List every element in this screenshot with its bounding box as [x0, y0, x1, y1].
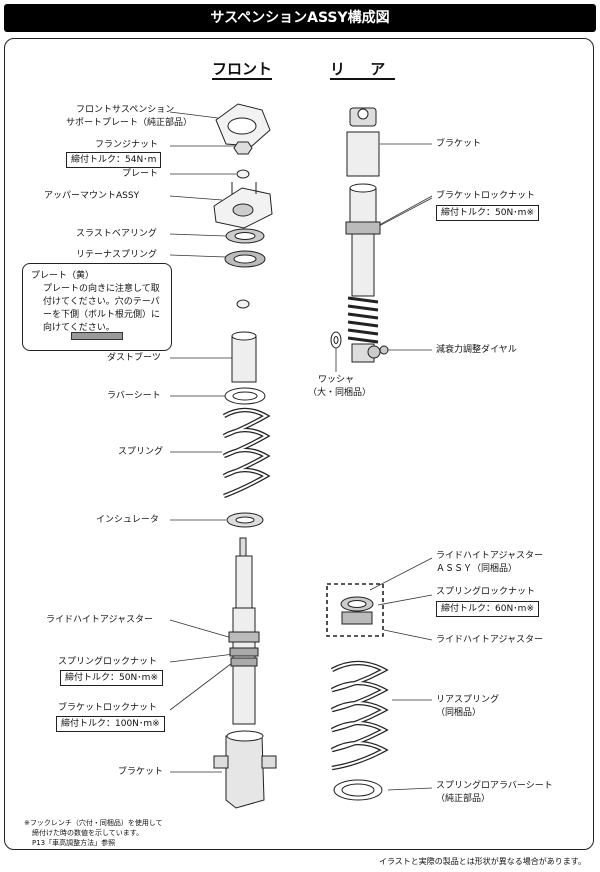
label-spring-lock-nut-front: スプリングロックナット	[58, 657, 158, 667]
torque-spring-lock-nut-front: 締付トルク：50N･m※	[60, 670, 163, 686]
label-spring: スプリング	[118, 447, 164, 457]
torque-bracket-lock-nut-front: 締付トルク：100N･m※	[56, 716, 165, 732]
front-header: フロント	[212, 60, 273, 80]
label-spring-lock-nut-rear: スプリングロックナット	[436, 587, 536, 597]
label-thrust-bearing: スラストベアリング	[76, 229, 157, 239]
label-ride-height-assy-line2: ＡＳＳＹ（同梱品）	[436, 564, 518, 574]
label-ride-height-adjuster-rear: ライドハイトアジャスター	[436, 635, 544, 645]
disclaimer: イラストと実際の製品とは形状が異なる場合があります。	[378, 857, 586, 866]
torque-bracket-lock-nut-rear: 締付トルク：50N･m※	[436, 205, 539, 221]
label-support-plate-line1: フロントサスペンション	[76, 105, 175, 115]
label-dust-boot: ダストブーツ	[107, 353, 161, 363]
label-bracket-lock-nut-front: ブラケットロックナット	[58, 703, 158, 713]
label-rear-spring-line1: リアスプリング	[436, 695, 500, 705]
diagram-frame	[4, 38, 594, 850]
label-bracket-front: ブラケット	[118, 767, 164, 777]
label-retainer-spring: リテーナスプリング	[76, 250, 158, 260]
diagram-title: サスペンションASSY構成図	[4, 4, 596, 32]
note-title: プレート（黄）	[31, 271, 95, 281]
label-lower-rubber-seat-line2: （純正部品）	[436, 794, 491, 804]
torque-flange-nut: 締付トルク：54N･m	[66, 152, 162, 168]
label-ride-height-adjuster-front: ライドハイトアジャスター	[46, 615, 154, 625]
footnote-line1: ※フックレンチ（穴付・同梱品）を使用して	[24, 819, 163, 827]
label-ride-height-assy-line1: ライドハイトアジャスター	[436, 551, 544, 561]
plate-figure	[71, 332, 123, 340]
torque-spring-lock-nut-rear: 締付トルク：60N･m※	[436, 601, 539, 617]
label-washer-line2: （大・同梱品）	[308, 388, 372, 398]
rear-header: リ ア	[330, 60, 396, 80]
label-flange-nut: フランジナット	[95, 140, 159, 150]
label-insulator: インシュレータ	[96, 515, 159, 525]
label-bracket-lock-nut-rear: ブラケットロックナット	[436, 191, 536, 201]
footnote-line3: P13「車高調整方法」参照	[32, 839, 116, 847]
label-washer-line1: ワッシャ	[318, 375, 355, 385]
label-damping-dial: 減衰力調整ダイヤル	[436, 345, 517, 355]
footnote-line2: 締付けた時の数値を示しています。	[32, 829, 144, 837]
label-rear-spring-line2: （同梱品）	[436, 708, 482, 718]
plate-note: プレート（黄） プレートの向きに注意して取付けてください。穴のテーパーを下側（ボ…	[22, 263, 172, 351]
label-bracket-rear: ブラケット	[436, 139, 482, 149]
label-upper-mount: アッパーマウントASSY	[44, 191, 140, 201]
label-lower-rubber-seat-line1: スプリングロアラバーシート	[436, 781, 553, 791]
label-support-plate-line2: サポートプレート（純正部品）	[66, 118, 193, 128]
label-plate: プレート	[122, 169, 159, 179]
label-rubber-seat: ラバーシート	[107, 391, 161, 401]
note-body: プレートの向きに注意して取付けてください。穴のテーパーを下側（ボルト根元側）に向…	[43, 284, 161, 333]
